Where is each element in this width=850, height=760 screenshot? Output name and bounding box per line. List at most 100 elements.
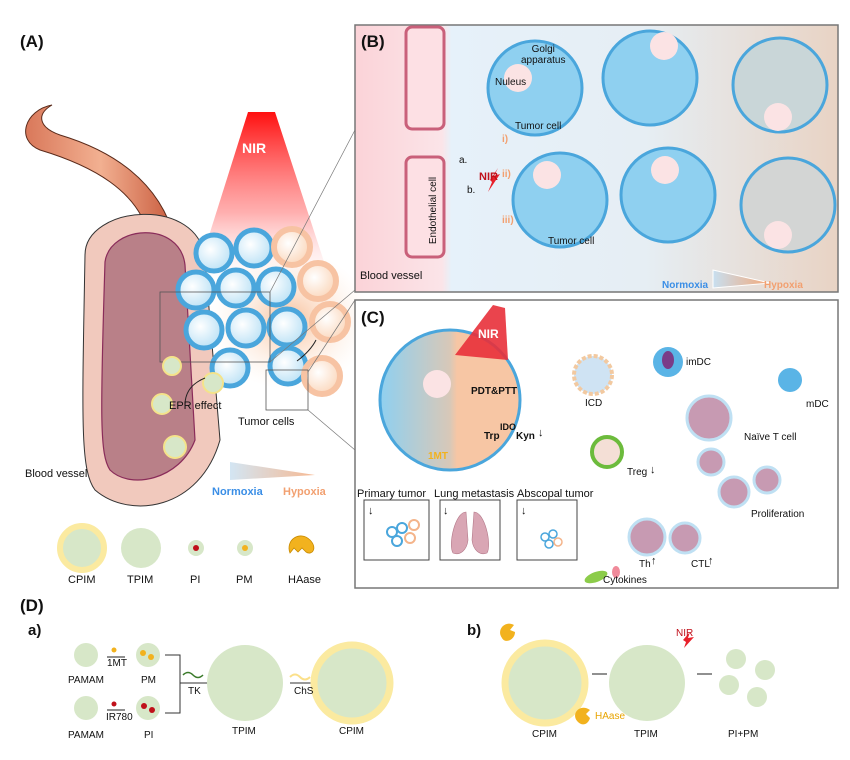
legend-pm-label: PM [236,574,253,586]
nir-label-b: NIR [479,171,498,183]
abscopal-tumor-label: Abscopal tumor [517,488,594,500]
kyn-down-arrow: ↓ [538,427,544,439]
tumor-cell-label-bottom: Tumor cell [548,236,595,247]
golgi-label: Golgi apparatus [521,44,565,66]
abscopal-tumor-box [516,499,578,561]
tpim-label-da: TPIM [232,726,256,737]
route-i-label: i) [502,134,509,145]
zoom-box-c [265,369,309,411]
tumor-cell-c [378,328,522,472]
hypoxia-label-b: Hypoxia [764,280,803,291]
products-label: PI+PM [728,729,759,740]
endothelial-cell-label: Endothelial cell [428,176,440,245]
tumor-cells-b [486,29,837,254]
primary-tumor-label: Primary tumor [357,488,427,500]
abscopal-tumor-trend: ↓ [521,505,527,517]
th-label: Th [639,559,651,570]
cytokines-label: Cytokines [603,575,647,586]
lung-icon [451,511,489,555]
nir-label-db: NIR [676,628,694,639]
path-b-label: b. [467,185,476,196]
nir-beam-c [455,305,508,360]
nir-label-a: NIR [242,140,267,156]
panel-d-a-diagram [74,641,394,725]
th-cell [627,517,667,557]
panel-d-label: (D) [20,596,44,615]
blood-vessel-lumen [101,232,196,481]
imdc-label: imDC [686,357,711,368]
ctl-up-arrow: ↑ [708,555,714,567]
epr-effect-label: EPR effect [169,400,222,412]
cytokine-pink [612,566,620,578]
golgi-label-line1: Golgi [531,44,555,55]
zoom-box-b [159,291,271,363]
pamam-label-2: PAMAM [68,730,104,741]
blood-vessel-label-a: Blood vessel [25,468,88,480]
tpim-label-db: TPIM [634,729,658,740]
nucleus-c [423,370,451,398]
abscopal-tumor-cells [540,529,563,549]
panel-a-label: (A) [20,32,44,51]
legend-pi-label: PI [190,574,201,586]
normoxia-label-b: Normoxia [662,280,709,291]
mdc-cell [778,368,802,392]
tk-linker-label: TK [188,686,201,697]
oxygen-gradient-b [712,269,771,289]
exit-arrow [296,339,317,362]
pdt-ptt-label: PDT&PTT [471,386,518,397]
icd-label: ICD [585,398,603,409]
legend-cpim-label: CPIM [68,574,96,586]
reagent-ir780-label: IR780 [106,712,133,723]
path-a-label: a. [459,155,468,166]
ctl-label: CTL [691,559,710,570]
tumor-cells-hypoxia [271,226,351,397]
endothelial-cell-bottom [404,155,446,259]
route-iii-label: iii) [502,215,514,226]
normoxia-label-a: Normoxia [212,486,263,498]
golgi-label-line2: apparatus [521,55,566,66]
pi-label-d: PI [144,730,154,741]
epr-arrow [184,377,206,406]
icd-cell [572,354,614,396]
primary-tumor-cells [386,519,420,547]
primary-tumor-trend: ↓ [368,505,374,517]
lung-metastasis-box [439,499,501,561]
nucleus-label: Nuleus [495,77,527,88]
trp-label: Trp [484,431,500,442]
cytokine-green [584,570,608,584]
one-mt-label-c: 1MT [428,451,448,462]
th-up-arrow: ↑ [651,555,657,567]
kyn-label: Kyn [516,431,535,442]
ctl-cell [668,521,702,555]
panel-c-label: (C) [361,308,385,327]
naive-t-cell-label: Naïve T cell [744,432,797,443]
tumor-cells-label: Tumor cells [238,416,295,428]
treg-label: Treg [627,467,648,478]
tumor-cells-normoxia [175,227,309,389]
lung-metastasis-trend: ↓ [443,505,449,517]
treg-down-arrow: ↓ [650,464,656,476]
proliferation-label: Proliferation [751,509,805,520]
hypoxia-label-a: Hypoxia [283,486,326,498]
cpim-label-db: CPIM [532,729,557,740]
ido-label: IDO [500,422,517,432]
endothelial-cell-top [404,25,446,131]
pamam-label-1: PAMAM [68,675,104,686]
naive-t-cell [685,394,733,442]
panel-d-b-label: b) [467,622,482,639]
legend-haase-label: HAase [288,574,322,586]
panel-b-label: (B) [361,32,385,51]
nir-bolt-b [488,168,500,192]
oxygen-gradient-a [230,462,315,480]
route-ii-label: ii) [502,169,511,180]
reagent-1mt-label: 1MT [107,658,127,669]
legend-icons [57,523,315,573]
blood-vessel-label-b: Blood vessel [360,270,423,282]
lung-metastasis-label: Lung metastasis [434,488,515,500]
tumor-cell-label-top: Tumor cell [515,121,562,132]
mdc-label: mDC [806,399,829,410]
pm-label-d: PM [141,675,156,686]
haase-label-db: HAase [595,711,626,722]
panel-d-b-diagram [500,623,775,727]
cpim-label-da: CPIM [339,726,364,737]
